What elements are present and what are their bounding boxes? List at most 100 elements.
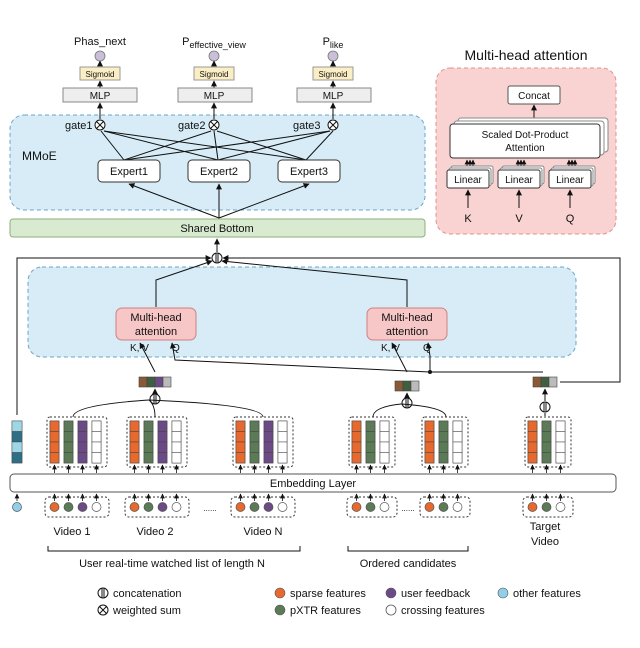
- feature-column: [379, 420, 390, 464]
- inset-input-label: Q: [566, 213, 575, 225]
- mlp-box-3: [296, 87, 372, 103]
- feature-dot: [452, 502, 463, 512]
- feature-dot: [143, 502, 154, 512]
- output-label-effective-view: Peffective_view: [182, 36, 246, 50]
- linear-box: [548, 169, 592, 189]
- legend-sparse: sparse features: [290, 588, 366, 600]
- video-label-n: Video N: [244, 526, 283, 538]
- feature-column: [541, 420, 552, 464]
- gates: gate1 gate2 gate3: [65, 119, 339, 132]
- attention-connections: [16, 255, 621, 415]
- summary-vector-cell: [402, 380, 412, 392]
- feature-dot: [235, 502, 246, 512]
- expert-label-3: Expert3: [290, 166, 328, 178]
- summary-vector-cell: [548, 376, 558, 388]
- summary-vector-cell: [154, 376, 164, 388]
- feature-column: [438, 420, 449, 464]
- video-dots: ......: [203, 504, 216, 513]
- input-feature-group: [124, 496, 190, 518]
- feature-column: [91, 420, 102, 464]
- linear-label: Linear: [556, 175, 584, 186]
- input-feature-group: [419, 496, 471, 518]
- sdpa-label-line2: Attention: [505, 143, 544, 154]
- embedding-layer: [9, 473, 617, 493]
- inset-multihead-attention: Multi-head attention Concat Scaled Dot-P…: [435, 47, 617, 235]
- legend-other: other features: [513, 588, 581, 600]
- feature-dot: [263, 502, 274, 512]
- expert-label-2: Expert2: [200, 166, 238, 178]
- video-label-1: Video 1: [53, 526, 90, 538]
- feature-column: [452, 420, 463, 464]
- feature-column: [249, 420, 260, 464]
- weighted-sum-icon: [327, 119, 339, 131]
- concatenation-icon: [539, 401, 551, 413]
- feature-dot: [424, 502, 435, 512]
- sigmoid-box-3: [312, 66, 354, 81]
- linear-box: [497, 169, 541, 189]
- mlp-label-1: MLP: [90, 91, 111, 102]
- linear-label: Linear: [505, 175, 533, 186]
- expert-box-1: [97, 159, 161, 183]
- video-2-features: [126, 416, 188, 468]
- summary-vector-cell: [138, 376, 148, 388]
- concatenation-icon: [211, 252, 223, 264]
- input-feature-group: [522, 496, 574, 518]
- input-feature-group: [230, 496, 296, 518]
- linear-box: [446, 169, 490, 189]
- attention-block-2: Multi-head attention K, V Q: [366, 307, 448, 354]
- output-towers: Phas_next Sigmoid MLP Peffective_view Si…: [62, 36, 372, 103]
- feature-column: [129, 420, 140, 464]
- sdpa-box: [449, 123, 601, 159]
- concat-label: Concat: [518, 91, 550, 102]
- video-1-features: [46, 416, 108, 468]
- summary-vector-cell: [394, 380, 404, 392]
- feature-column: [351, 420, 362, 464]
- q-label-1: Q: [172, 343, 180, 354]
- summary-vector-cell: [532, 376, 542, 388]
- feature-dot: [77, 502, 88, 512]
- watched-group-label: User real-time watched list of length N: [79, 558, 265, 570]
- feature-column: [49, 420, 60, 464]
- feature-column: [424, 420, 435, 464]
- feature-column: [527, 420, 538, 464]
- attention-block-2-line2: attention: [386, 326, 428, 338]
- shared-bottom-label: Shared Bottom: [180, 223, 253, 235]
- feature-column: [365, 420, 376, 464]
- feature-dot: [157, 502, 168, 512]
- shared-bottom: [9, 218, 426, 238]
- mlp-box-2: [177, 87, 253, 103]
- feature-column: [143, 420, 154, 464]
- video-label-2: Video 2: [136, 526, 173, 538]
- feature-column: [171, 420, 182, 464]
- legend-weighted-sum: weighted sum: [112, 605, 181, 617]
- legend-dot-other: [497, 587, 509, 599]
- feature-dot: [365, 502, 376, 512]
- feature-dot: [49, 502, 60, 512]
- mlp-label-2: MLP: [204, 91, 225, 102]
- legend-pxtr: pXTR features: [290, 605, 361, 617]
- mlp-label-3: MLP: [323, 91, 344, 102]
- inset-title: Multi-head attention: [465, 47, 588, 63]
- feature-dot: [541, 502, 552, 512]
- summary-vector-cell: [162, 376, 172, 388]
- weighted-sum-icon: [97, 604, 109, 616]
- attention-block-1: Multi-head attention K, V Q: [115, 307, 197, 354]
- input-feature-group: [346, 496, 398, 518]
- output-node-2: [208, 50, 220, 62]
- candidate-dots: ......: [401, 504, 414, 513]
- inset-input-label: K: [464, 213, 472, 225]
- kv-label-1: K, V: [130, 343, 149, 354]
- expert-label-1: Expert1: [110, 166, 148, 178]
- mmoe-label: MMoE: [22, 149, 57, 163]
- feature-dot: [63, 502, 74, 512]
- feature-dot: [555, 502, 566, 512]
- gate-label-3: gate3: [293, 120, 321, 132]
- feature-column: [277, 420, 288, 464]
- legend-crossing: crossing features: [401, 605, 485, 617]
- kv-label-2: K, V: [381, 343, 400, 354]
- concatenation-icon: [97, 587, 109, 599]
- candidates-bracket: [347, 546, 469, 552]
- attention-block-1-line2: attention: [135, 326, 177, 338]
- sigmoid-box-2: [193, 66, 235, 81]
- candidates-group-label: Ordered candidates: [360, 558, 457, 570]
